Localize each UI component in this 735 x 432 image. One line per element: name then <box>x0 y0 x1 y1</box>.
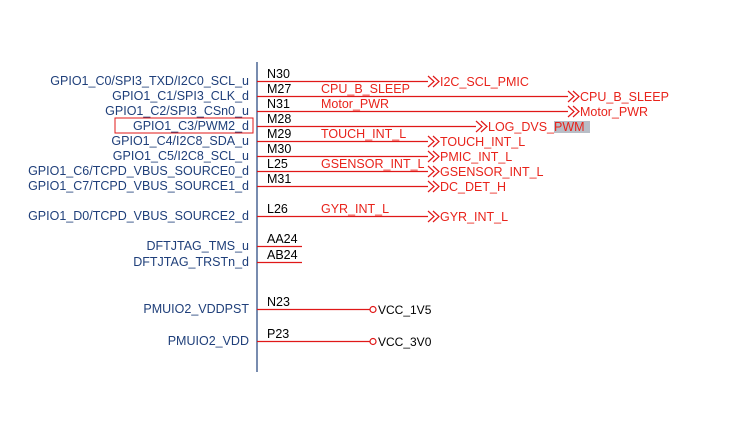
port-chevron-icon <box>427 75 435 88</box>
port-label: PMIC_INT_L <box>440 150 512 164</box>
port-chevron-icon <box>432 210 440 223</box>
pin-name: GPIO1_D0/TCPD_VBUS_SOURCE2_d <box>28 209 249 223</box>
port-chevron-icon <box>475 120 483 133</box>
port-chevron-icon <box>567 90 575 103</box>
net-label: GSENSOR_INT_L <box>321 157 425 171</box>
pin-name: DFTJTAG_TRSTn_d <box>133 255 249 269</box>
port-label: GYR_INT_L <box>440 210 508 224</box>
net-label: TOUCH_INT_L <box>321 127 406 141</box>
net-label: GYR_INT_L <box>321 202 389 216</box>
pin-row: DFTJTAG_TMS_u AA24 <box>146 232 302 253</box>
port-chevron-icon <box>427 180 435 193</box>
power-net-label: VCC_1V5 <box>378 303 432 317</box>
net-label: CPU_B_SLEEP <box>321 82 410 96</box>
pin-number: M27 <box>267 82 291 96</box>
pin-number: N31 <box>267 97 290 111</box>
port-chevron-icon <box>432 75 440 88</box>
port-chevron-icon <box>427 165 435 178</box>
pin-number: L25 <box>267 157 288 171</box>
pin-name: GPIO1_C0/SPI3_TXD/I2C0_SCL_u <box>50 74 249 88</box>
port-label: DC_DET_H <box>440 180 506 194</box>
pin-row: GPIO1_C0/SPI3_TXD/I2C0_SCL_u N30I2C_SCL_P… <box>50 67 529 89</box>
pin-number: AB24 <box>267 248 298 262</box>
port-chevron-icon <box>480 120 488 133</box>
port-label: Motor_PWR <box>580 105 648 119</box>
pin-number: M29 <box>267 127 291 141</box>
pin-name: GPIO1_C7/TCPD_VBUS_SOURCE1_d <box>28 179 249 193</box>
pin-number: M28 <box>267 112 291 126</box>
port-chevron-icon <box>432 165 440 178</box>
port-label: TOUCH_INT_L <box>440 135 525 149</box>
pin-number: L26 <box>267 202 288 216</box>
pin-name: GPIO1_C6/TCPD_VBUS_SOURCE0_d <box>28 164 249 178</box>
power-terminal-icon <box>369 337 377 346</box>
pin-number: P23 <box>267 327 289 341</box>
pin-number: M30 <box>267 142 291 156</box>
pin-name: GPIO1_C2/SPI3_CSn0_u <box>105 104 249 118</box>
port-chevron-icon <box>427 135 435 148</box>
pins-layer: GPIO1_C0/SPI3_TXD/I2C0_SCL_u N30I2C_SCL_P… <box>28 67 669 349</box>
port-label: GSENSOR_INT_L <box>440 165 544 179</box>
power-terminal-icon <box>369 305 377 314</box>
port-chevron-icon <box>432 180 440 193</box>
port-chevron-icon <box>567 105 575 118</box>
pin-name: DFTJTAG_TMS_u <box>146 239 249 253</box>
port-chevron-icon <box>572 105 580 118</box>
pin-name: PMUIO2_VDD <box>168 334 249 348</box>
pin-name: GPIO1_C1/SPI3_CLK_d <box>112 89 249 103</box>
port-chevron-icon <box>427 150 435 163</box>
port-label: LOG_DVS_PWM <box>488 120 585 134</box>
pin-row: DFTJTAG_TRSTn_d AB24 <box>133 248 302 269</box>
net-label: Motor_PWR <box>321 97 389 111</box>
port-chevron-icon <box>432 135 440 148</box>
port-label: CPU_B_SLEEP <box>580 90 669 104</box>
port-chevron-icon <box>432 150 440 163</box>
pin-number: AA24 <box>267 232 298 246</box>
port-chevron-icon <box>427 210 435 223</box>
power-net-label: VCC_3V0 <box>378 335 432 349</box>
pin-number: N30 <box>267 67 290 81</box>
pin-name: GPIO1_C3/PWM2_d <box>133 119 249 133</box>
pin-name: GPIO1_C4/I2C8_SDA_u <box>111 134 249 148</box>
pin-name: GPIO1_C5/I2C8_SCL_u <box>113 149 249 163</box>
pin-highlight-box <box>114 117 254 134</box>
selection-highlight <box>554 121 590 133</box>
port-chevron-icon <box>572 90 580 103</box>
pin-number: M31 <box>267 172 291 186</box>
pin-number: N23 <box>267 295 290 309</box>
pin-name: PMUIO2_VDDPST <box>143 302 249 316</box>
port-label: I2C_SCL_PMIC <box>440 75 529 89</box>
